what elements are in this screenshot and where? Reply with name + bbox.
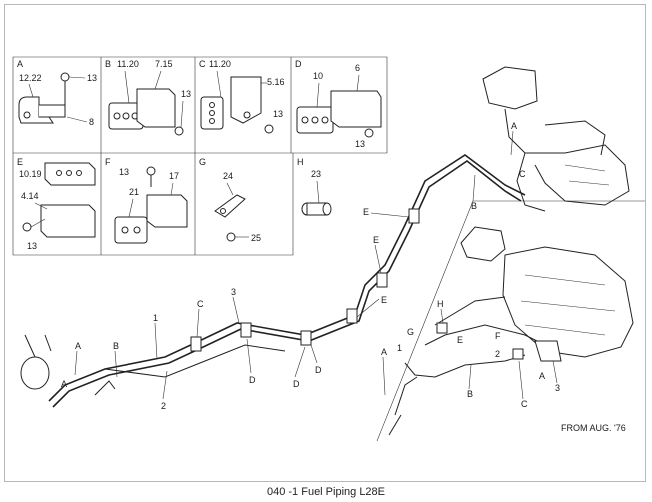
callout: E	[381, 295, 387, 305]
callout: A	[61, 379, 67, 389]
callout: C	[197, 299, 204, 309]
detail-box-g: G 24 25	[199, 157, 261, 243]
part-label: 24	[223, 171, 233, 181]
part-label: 13	[181, 89, 191, 99]
callout: A	[539, 371, 545, 381]
part-label: 13	[87, 73, 97, 83]
callout: 1	[397, 343, 402, 353]
callout: 3	[555, 383, 560, 393]
inset-panel	[376, 200, 645, 442]
box-letter: C	[199, 59, 206, 69]
callout: H	[437, 299, 444, 309]
callout: E	[457, 335, 463, 345]
callout: B	[471, 201, 477, 211]
detail-box-c: C 11.20 5.16 13	[199, 59, 285, 134]
clip-part	[114, 166, 188, 244]
detail-box-a: A 12.22 13 8	[17, 59, 97, 127]
date-note: FROM AUG. '76	[561, 423, 626, 433]
grommet-part	[296, 74, 382, 138]
part-label: 10.19	[19, 169, 42, 179]
box-letter: G	[199, 157, 206, 167]
callout: A	[75, 341, 81, 351]
part-label: 17	[169, 171, 179, 181]
detail-box-d: D 10 6 13	[295, 59, 382, 149]
callout: 2	[161, 401, 166, 411]
part-label: 6	[355, 63, 360, 73]
detail-box-h: H 23	[297, 157, 332, 216]
part-label: 13	[273, 109, 283, 119]
box-letter: F	[105, 157, 111, 167]
box-letter: A	[17, 59, 23, 69]
fuel-piping-diagram: A 12.22 13 8 B 11.20 7.15 13	[12, 56, 645, 442]
clip-part	[214, 182, 249, 242]
callout: D	[249, 375, 256, 385]
main-fuel-piping	[20, 154, 526, 408]
part-label: 23	[311, 169, 321, 179]
part-label: 25	[251, 233, 261, 243]
box-letter: H	[297, 157, 304, 167]
part-label: 11.20	[209, 59, 231, 69]
callout: C	[519, 169, 526, 179]
callout: C	[521, 399, 528, 409]
callout: F	[495, 331, 501, 341]
callout: 3	[231, 287, 236, 297]
grommet-part	[108, 70, 184, 136]
part-label: 13	[119, 167, 129, 177]
detail-grid	[12, 56, 388, 256]
inset-callouts: H G A 1 E B F 2 A 3 C	[381, 299, 560, 409]
part-label: 12.22	[19, 73, 42, 83]
clip-part	[301, 180, 332, 216]
callout: D	[293, 379, 300, 389]
callout: G	[407, 327, 414, 337]
box-letter: B	[105, 59, 111, 69]
grommet-part	[22, 162, 96, 238]
part-label: 21	[129, 187, 139, 197]
part-label: 11.20	[117, 59, 139, 69]
grommet-part	[200, 70, 274, 134]
part-label: 8	[89, 117, 94, 127]
part-label: 13	[355, 139, 365, 149]
clip-part	[18, 72, 88, 124]
part-label: 7.15	[155, 59, 173, 69]
part-label: 4.14	[21, 191, 39, 201]
callout: B	[467, 389, 473, 399]
callout: 2	[495, 349, 500, 359]
part-label: 5.16	[267, 77, 285, 87]
detail-box-b: B 11.20 7.15 13	[105, 59, 191, 136]
engine-assembly	[482, 66, 630, 212]
callout: E	[363, 207, 369, 217]
callout: E	[373, 235, 379, 245]
box-letter: D	[295, 59, 302, 69]
callout: A	[381, 347, 387, 357]
part-label: 10	[313, 71, 323, 81]
box-letter: E	[17, 157, 23, 167]
detail-box-e: E 10.19 4.14 13	[17, 157, 96, 251]
main-callouts: A A B 1 C 3 2 D D D E E E A B C	[61, 121, 526, 411]
detail-box-f: F 13 21 17	[105, 157, 188, 244]
diagram-frame: A 12.22 13 8 B 11.20 7.15 13	[4, 4, 646, 482]
callout: B	[113, 341, 119, 351]
callout: A	[511, 121, 517, 131]
callout: D	[315, 365, 322, 375]
part-label: 13	[27, 241, 37, 251]
fuel-tank-assembly	[388, 226, 634, 436]
callout: 1	[153, 313, 158, 323]
figure-caption: 040 -1 Fuel Piping L28E	[266, 486, 386, 498]
